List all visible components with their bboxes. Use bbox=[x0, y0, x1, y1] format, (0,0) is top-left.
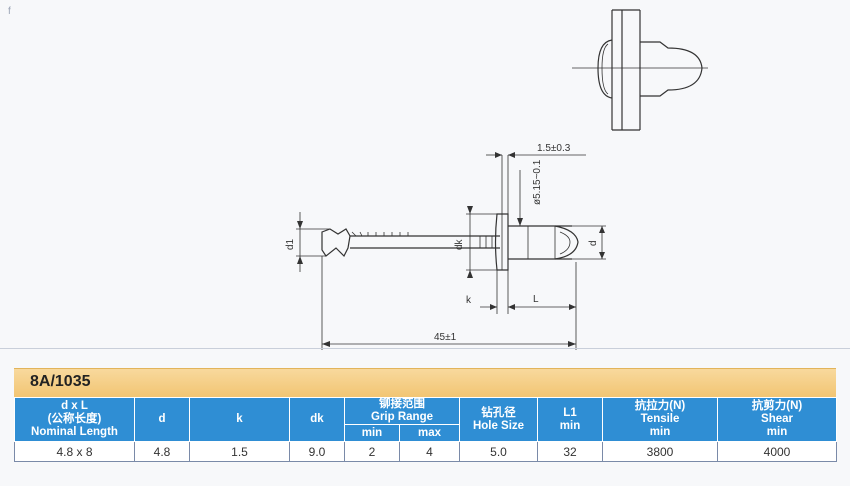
spec-table: d x L (公称长度) Nominal Length d k dk 铆接范围 … bbox=[14, 397, 838, 462]
table-row: 4.8 x 8 4.8 1.5 9.0 2 4 5.0 32 3800 4000 bbox=[14, 441, 838, 462]
label-dk: dk bbox=[454, 238, 465, 250]
dimension-lines bbox=[296, 152, 606, 350]
col-header-dk: dk bbox=[289, 397, 345, 442]
section-divider bbox=[0, 348, 850, 349]
cell-k: 1.5 bbox=[189, 441, 290, 462]
dim-hole-size: ø5.15~0.1 bbox=[532, 159, 543, 205]
model-code: 8A/1035 bbox=[30, 373, 91, 390]
label-k: k bbox=[466, 295, 472, 306]
cell-shear: 4000 bbox=[717, 441, 838, 462]
col-header-hole-size: 钻孔径 Hole Size bbox=[459, 397, 539, 442]
dimension-labels: 1.5±0.3 ø5.15~0.1 d1 dk d k L 45±1 bbox=[285, 143, 599, 343]
label-d: d bbox=[588, 240, 599, 246]
col-header-tensile: 抗拉力(N) Tensile min bbox=[602, 397, 719, 442]
header-subrow: min max bbox=[15, 424, 837, 442]
cell-d: 4.8 bbox=[134, 441, 190, 462]
dim-head-thickness: 1.5±0.3 bbox=[537, 143, 571, 154]
label-L: L bbox=[533, 294, 539, 305]
col-header-grip-max: max bbox=[398, 424, 461, 442]
col-header-grip-range: 铆接范围 Grip Range bbox=[343, 397, 461, 425]
page-marker: f bbox=[8, 6, 11, 17]
cell-grip-max: 4 bbox=[398, 441, 461, 462]
cell-dk: 9.0 bbox=[289, 441, 345, 462]
header-row: d x L (公称长度) Nominal Length d k dk 铆接范围 … bbox=[14, 397, 838, 442]
model-bar: 8A/1035 bbox=[14, 368, 836, 398]
col-header-shear: 抗剪力(N) Shear min bbox=[717, 397, 838, 442]
col-header-grip-min: min bbox=[344, 424, 400, 442]
dim-total-length: 45±1 bbox=[434, 332, 457, 343]
col-header-l1: L1 min bbox=[537, 397, 604, 442]
col-header-dxl: d x L (公称长度) Nominal Length bbox=[14, 397, 135, 442]
col-header-d: d bbox=[134, 397, 190, 442]
cell-hole-size: 5.0 bbox=[459, 441, 539, 462]
cell-dxl: 4.8 x 8 bbox=[14, 441, 135, 462]
cell-l1: 32 bbox=[537, 441, 604, 462]
side-view bbox=[321, 213, 579, 271]
cell-tensile: 3800 bbox=[602, 441, 719, 462]
end-view bbox=[572, 9, 708, 131]
cell-grip-min: 2 bbox=[344, 441, 400, 462]
rivet-technical-drawing: 1.5±0.3 ø5.15~0.1 d1 dk d k L 45±1 bbox=[285, 9, 708, 350]
label-d1: d1 bbox=[285, 238, 296, 250]
col-header-k: k bbox=[189, 397, 290, 442]
